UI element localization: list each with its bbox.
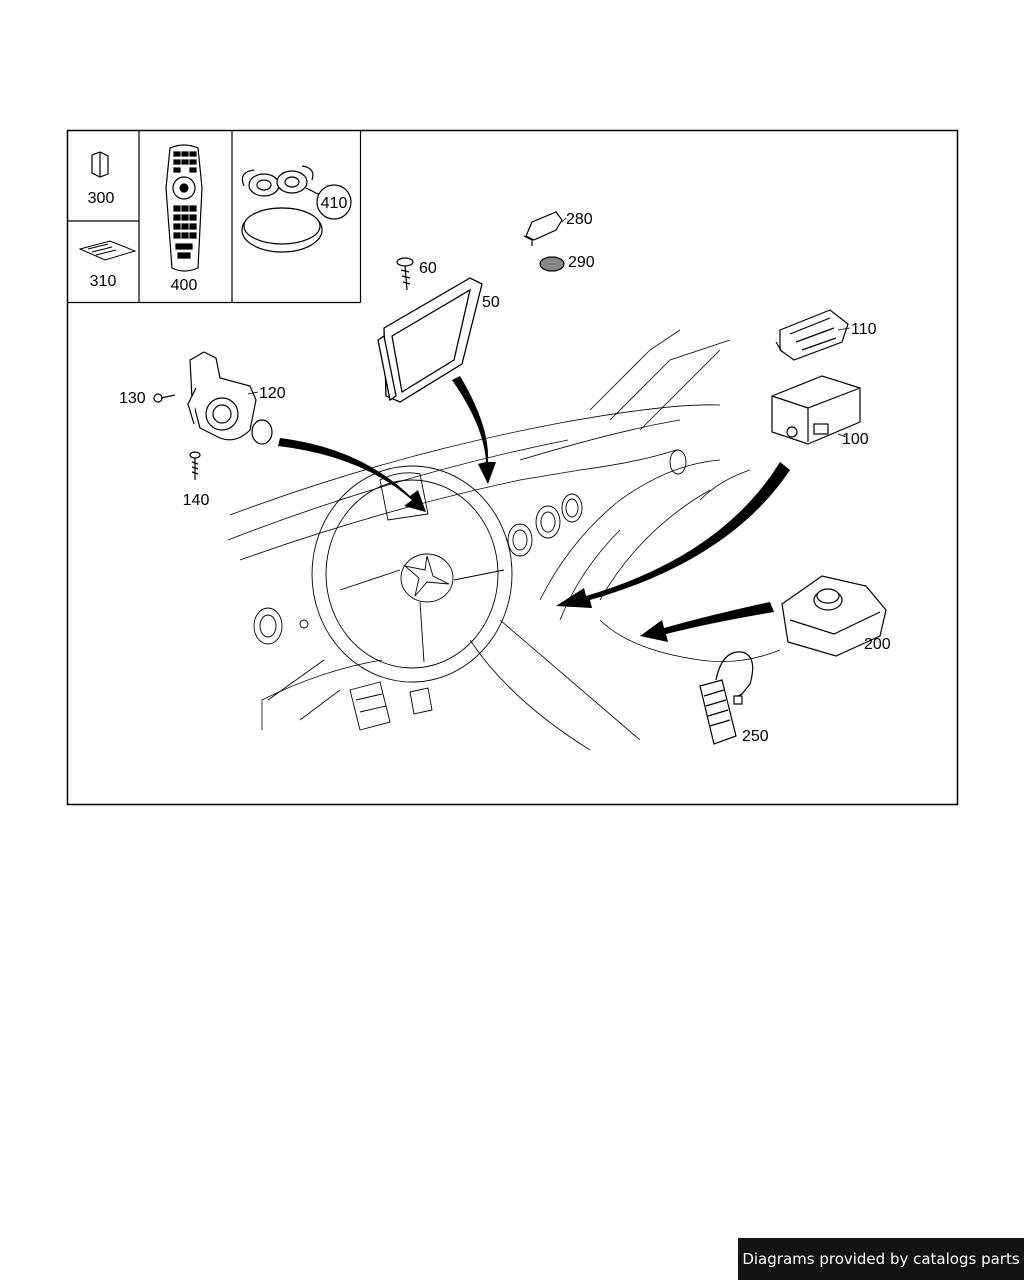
part-130-drawing xyxy=(153,393,176,403)
leader-lines xyxy=(247,217,851,438)
part-60-drawing xyxy=(396,257,414,291)
pedals xyxy=(349,681,433,731)
label-310: 310 xyxy=(90,273,117,290)
arrow-to-tunnel xyxy=(640,602,774,642)
arrow-to-display xyxy=(452,376,496,484)
label-250: 250 xyxy=(742,728,769,745)
part-280-drawing xyxy=(523,211,563,246)
label-140: 140 xyxy=(183,492,210,509)
part-200-drawing xyxy=(781,575,887,657)
label-130: 130 xyxy=(119,390,146,407)
label-280: 280 xyxy=(566,211,593,228)
part-120-drawing xyxy=(187,351,273,445)
label-290: 290 xyxy=(568,254,595,271)
dashboard-outline xyxy=(227,329,781,751)
accessory-panel xyxy=(67,130,362,304)
steering-wheel xyxy=(311,465,513,683)
part-140-drawing xyxy=(189,451,201,480)
pointer-arrows xyxy=(278,376,790,642)
part-310-drawing xyxy=(78,240,137,261)
part-300-drawing xyxy=(91,151,109,178)
part-410-drawing xyxy=(241,165,352,253)
label-100: 100 xyxy=(842,431,869,448)
label-410: 410 xyxy=(321,195,348,212)
part-290-drawing xyxy=(539,256,565,272)
label-200: 200 xyxy=(864,636,891,653)
label-50: 50 xyxy=(482,294,500,311)
part-100-drawing xyxy=(771,375,861,445)
label-400: 400 xyxy=(171,277,198,294)
part-50-drawing xyxy=(377,277,483,403)
footer-credit: Diagrams provided by catalogs parts xyxy=(738,1238,1024,1280)
air-vents xyxy=(253,449,687,645)
label-110: 110 xyxy=(851,321,877,338)
label-300: 300 xyxy=(88,190,115,207)
footer-credit-text: Diagrams provided by catalogs parts xyxy=(742,1250,1020,1268)
part-400-drawing xyxy=(165,144,203,272)
diagram-frame xyxy=(66,129,959,806)
label-60: 60 xyxy=(419,260,437,277)
part-110-drawing xyxy=(775,309,849,361)
label-120: 120 xyxy=(259,385,286,402)
part-250-drawing xyxy=(699,651,754,745)
arrow-to-console xyxy=(556,462,790,608)
arrow-to-wheel xyxy=(278,438,426,512)
